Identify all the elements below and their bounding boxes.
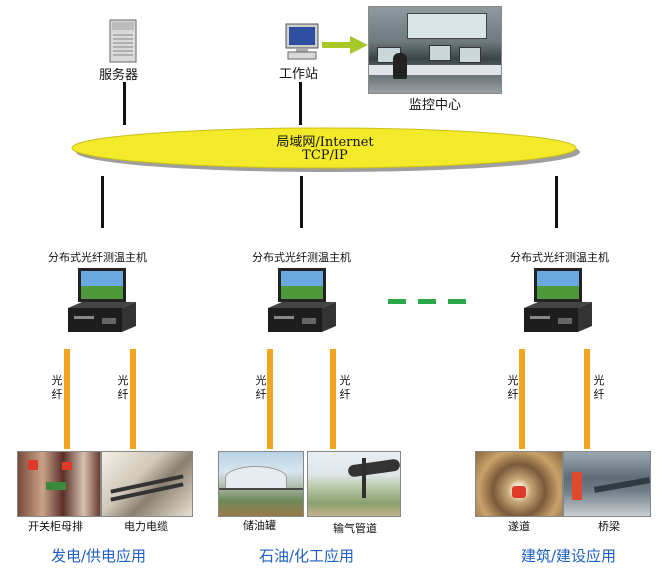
host3-link-line — [555, 176, 558, 228]
category-power: 发电/供电应用 — [51, 547, 147, 565]
fiber-line-4 — [330, 349, 336, 449]
server-icon — [109, 19, 137, 63]
fiber-label-3: 光纤 — [255, 374, 267, 401]
bridge-label: 桥梁 — [598, 520, 620, 533]
storage-tank-label: 储油罐 — [243, 519, 276, 532]
workstation-icon — [285, 23, 319, 60]
host1-link-line — [101, 176, 104, 228]
server-label: 服务器 — [99, 68, 139, 83]
tunnel-photo — [475, 451, 563, 517]
fiber-label-1: 光纤 — [51, 374, 63, 401]
tunnel-label: 遂道 — [508, 520, 530, 533]
switchgear-label: 开关柜母排 — [28, 520, 83, 533]
ellipsis-dashes — [388, 299, 466, 304]
host3-label: 分布式光纤测温主机 — [510, 251, 609, 264]
fiber-line-3 — [267, 349, 273, 449]
category-petro: 石油/化工应用 — [259, 547, 355, 565]
server-link-line — [123, 82, 126, 125]
gas-pipeline-photo — [307, 451, 401, 517]
workstation-link-line — [299, 82, 302, 125]
fiber-line-6 — [584, 349, 590, 449]
host2-label: 分布式光纤测温主机 — [252, 251, 351, 264]
host2-computer-icon — [268, 268, 336, 332]
fiber-line-2 — [130, 349, 136, 449]
bridge-photo — [563, 451, 651, 517]
fiber-label-2: 光纤 — [117, 374, 129, 401]
fiber-label-6: 光纤 — [593, 374, 605, 401]
monitoring-center-label: 监控中心 — [409, 98, 462, 113]
switchgear-photo — [17, 451, 101, 517]
fiber-label-5: 光纤 — [507, 374, 519, 401]
network-title: 局域网/Internet — [276, 135, 374, 150]
power-cable-photo — [101, 451, 193, 517]
fiber-label-4: 光纤 — [339, 374, 351, 401]
network-ellipse — [71, 127, 580, 172]
fiber-line-5 — [519, 349, 525, 449]
fiber-line-1 — [64, 349, 70, 449]
host2-link-line — [300, 176, 303, 228]
gas-pipeline-label: 输气管道 — [333, 522, 377, 535]
host3-computer-icon — [524, 268, 592, 332]
storage-tank-photo — [218, 451, 304, 517]
arrow-icon — [322, 36, 368, 54]
workstation-label: 工作站 — [279, 67, 319, 82]
category-construction: 建筑/建设应用 — [521, 547, 617, 565]
monitoring-center-photo — [368, 6, 502, 94]
power-cable-label: 电力电缆 — [124, 520, 168, 533]
network-protocol: TCP/IP — [302, 148, 348, 163]
host1-label: 分布式光纤测温主机 — [48, 251, 147, 264]
host1-computer-icon — [68, 268, 136, 332]
